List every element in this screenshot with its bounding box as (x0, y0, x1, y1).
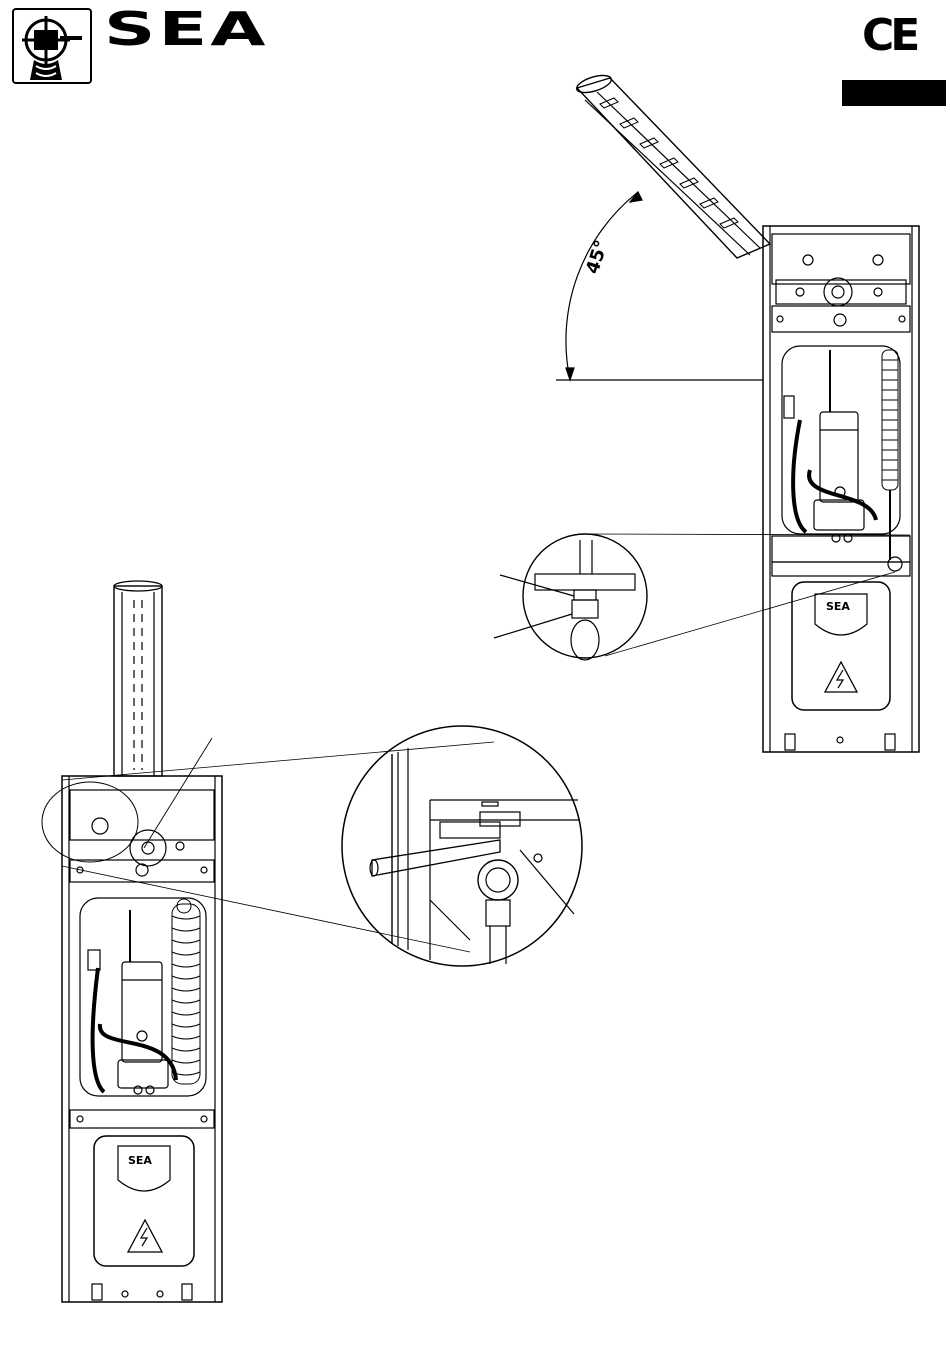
angle-arc (566, 192, 638, 380)
control-box-right: SEA (792, 582, 890, 710)
leader-line-upper (500, 575, 574, 596)
arrowhead-bottom (566, 368, 574, 380)
barrier-closed-vertical: SEA (42, 581, 494, 1302)
motor-unit-left (118, 910, 168, 1094)
motor-unit (814, 350, 864, 542)
detail-zoom-pivot (342, 726, 582, 966)
barrier-cabinet-left: SEA (62, 776, 222, 1302)
balance-spring-left (172, 899, 200, 1084)
zoom-source-ellipse (42, 782, 138, 862)
boom-arm-vertical (114, 581, 162, 776)
cabinet-logo-text-left: SEA (128, 1154, 152, 1167)
control-box-left: SEA (94, 1136, 194, 1266)
boom-arm-raised (575, 72, 770, 258)
cabinet-logo-text-right: SEA (826, 600, 850, 613)
barrier-cabinet-right: SEA (763, 226, 919, 752)
barrier-open-45-degrees: SEA (494, 72, 919, 752)
leader-line-lower (494, 614, 572, 638)
detail-zoom-nut (494, 534, 910, 660)
